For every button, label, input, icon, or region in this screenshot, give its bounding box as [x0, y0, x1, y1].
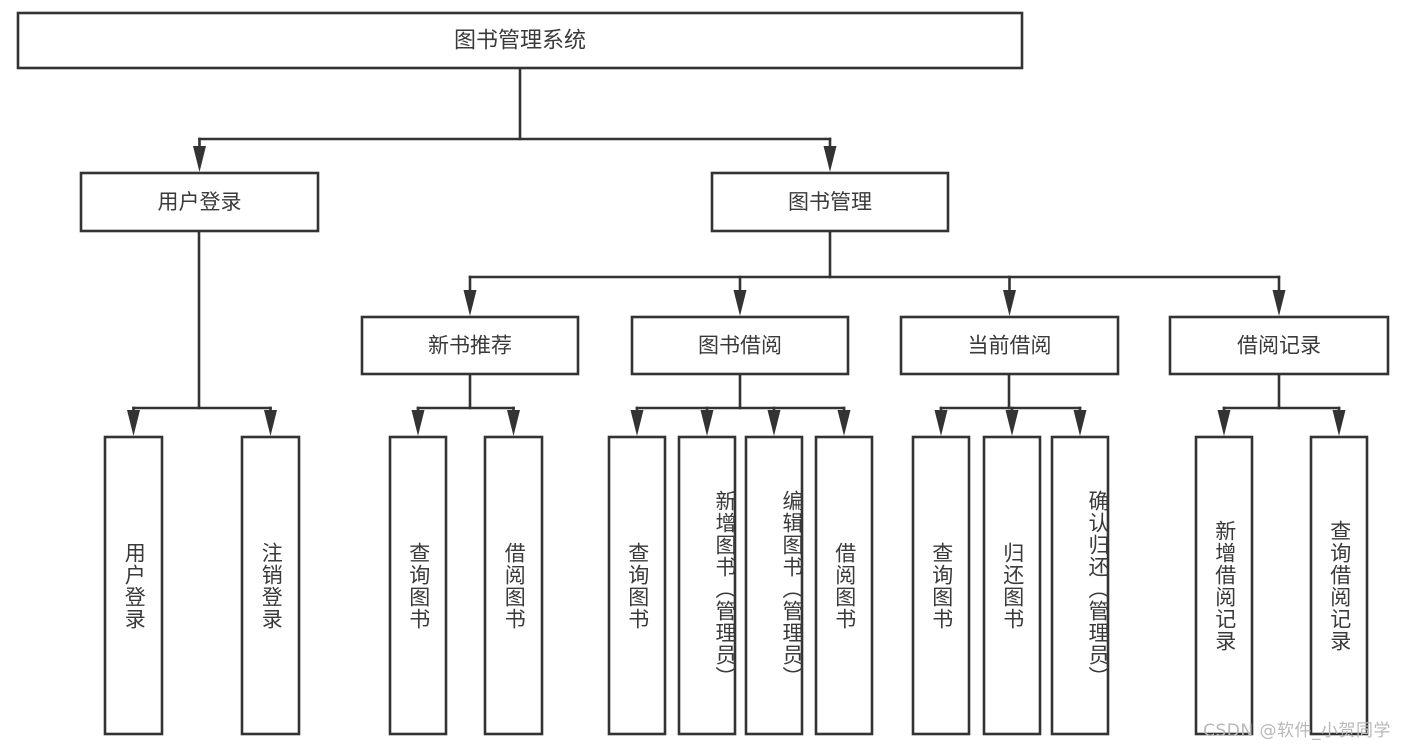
node-leaf-edit-book[interactable] — [744, 435, 804, 736]
node-label-book-manage: 图书管理 — [788, 190, 872, 214]
node-box-leaf-user-logout[interactable] — [240, 435, 301, 736]
node-label-book-borrow: 图书借阅 — [698, 334, 782, 358]
node-box-leaf-query-book-2[interactable] — [607, 435, 667, 736]
connector-arrow-icon — [823, 146, 837, 172]
connector-arrow-icon — [1332, 410, 1346, 436]
node-box-leaf-edit-book[interactable] — [744, 435, 804, 736]
node-leaf-user-login[interactable] — [103, 435, 164, 736]
node-label-new-book-rec: 新书推荐 — [428, 334, 512, 358]
node-leaf-query-book-1[interactable] — [388, 435, 448, 736]
node-leaf-query-record[interactable] — [1309, 435, 1369, 736]
node-label-current-borrow: 当前借阅 — [968, 334, 1052, 358]
node-box-leaf-add-book[interactable] — [677, 435, 737, 736]
node-label-borrow-record: 借阅记录 — [1237, 334, 1321, 358]
node-leaf-return-book[interactable] — [982, 435, 1042, 736]
node-box-book-borrow[interactable] — [630, 315, 850, 376]
connector-arrow-icon — [1005, 410, 1019, 436]
node-leaf-user-logout[interactable] — [240, 435, 301, 736]
node-leaf-add-record[interactable] — [1194, 435, 1254, 736]
connector-arrow-icon — [1272, 290, 1286, 316]
connector-arrow-icon — [411, 410, 425, 436]
node-box-book-manage[interactable] — [710, 171, 950, 233]
node-box-current-borrow[interactable] — [899, 315, 1120, 376]
node-leaf-query-book-3[interactable] — [911, 435, 971, 736]
connector-arrow-icon — [700, 410, 714, 436]
node-user-login[interactable]: 用户登录 — [79, 171, 320, 233]
node-new-book-rec[interactable]: 新书推荐 — [360, 315, 580, 376]
node-box-leaf-query-record[interactable] — [1309, 435, 1369, 736]
node-box-leaf-query-book-1[interactable] — [388, 435, 448, 736]
node-box-leaf-add-record[interactable] — [1194, 435, 1254, 736]
connector-arrow-icon — [1217, 410, 1231, 436]
node-box-leaf-return-book[interactable] — [982, 435, 1042, 736]
connector-arrow-icon — [733, 290, 747, 316]
node-box-leaf-borrow-book-2[interactable] — [814, 435, 874, 736]
node-root[interactable]: 图书管理系统 — [16, 11, 1024, 70]
node-box-leaf-borrow-book-1[interactable] — [483, 435, 544, 736]
node-box-borrow-record[interactable] — [1168, 315, 1390, 376]
connector-arrow-icon — [463, 290, 477, 316]
node-box-root[interactable] — [16, 11, 1024, 70]
connector-arrow-icon — [507, 410, 520, 436]
node-leaf-confirm-return[interactable] — [1050, 435, 1110, 736]
node-current-borrow[interactable]: 当前借阅 — [899, 315, 1120, 376]
node-label-user-login: 用户登录 — [158, 190, 242, 214]
connector-arrow-icon — [767, 410, 781, 436]
node-borrow-record[interactable]: 借阅记录 — [1168, 315, 1390, 376]
node-book-manage[interactable]: 图书管理 — [710, 171, 950, 233]
connector-arrow-icon — [264, 410, 277, 436]
node-leaf-borrow-book-1[interactable] — [483, 435, 544, 736]
node-box-leaf-query-book-3[interactable] — [911, 435, 971, 736]
node-book-borrow[interactable]: 图书借阅 — [630, 315, 850, 376]
watermark-text: CSDN @软件_小贺同学 — [1203, 721, 1391, 741]
connector-arrow-icon — [1073, 410, 1087, 436]
connector-arrow-icon — [837, 410, 851, 436]
connector-arrow-icon — [127, 410, 140, 436]
connector-arrow-icon — [1003, 290, 1016, 316]
node-box-leaf-confirm-return[interactable] — [1050, 435, 1110, 736]
node-box-leaf-user-login[interactable] — [103, 435, 164, 736]
node-box-user-login[interactable] — [79, 171, 320, 233]
connector-arrow-icon — [193, 146, 206, 172]
connector-arrow-icon — [630, 410, 644, 436]
connector-arrow-icon — [934, 410, 948, 436]
node-leaf-borrow-book-2[interactable] — [814, 435, 874, 736]
connector-links-layer — [127, 66, 1346, 436]
node-leaf-add-book[interactable] — [677, 435, 737, 736]
node-box-new-book-rec[interactable] — [360, 315, 580, 376]
node-leaf-query-book-2[interactable] — [607, 435, 667, 736]
node-label-root: 图书管理系统 — [454, 29, 586, 54]
